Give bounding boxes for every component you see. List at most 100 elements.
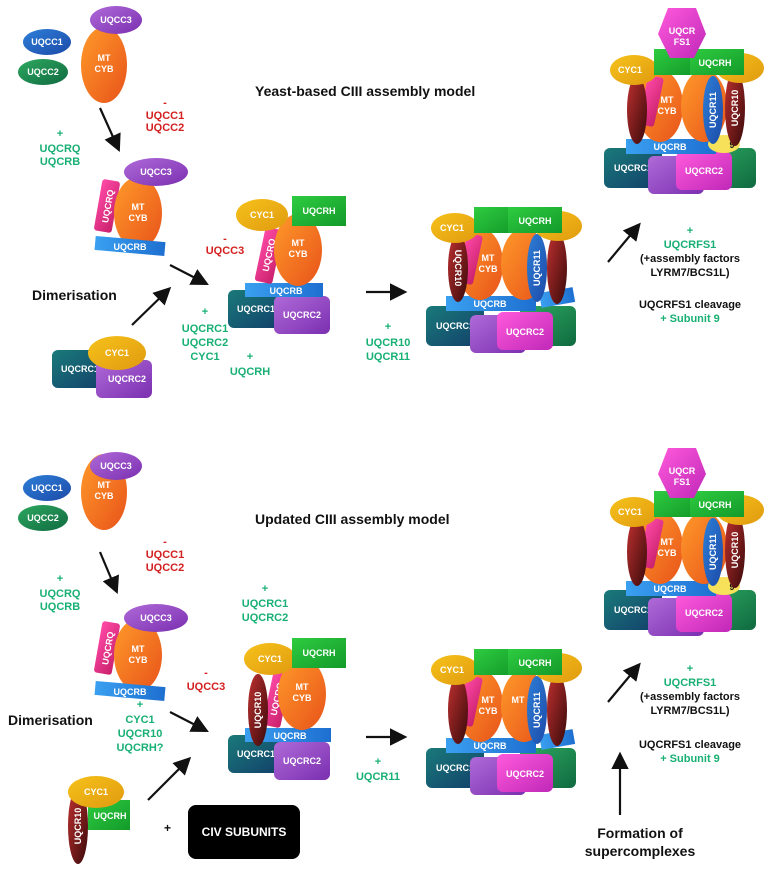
uqcrc1-label: UQCRC1	[436, 763, 474, 773]
top-plus4: +	[385, 321, 391, 333]
uqcrq-subunit	[94, 179, 120, 233]
bottom-plus5-b: (+assembly factors	[640, 691, 740, 703]
uqcrfs1-label-b: FS1	[674, 477, 691, 487]
cyc1-subunit	[68, 776, 124, 808]
uqcr11-label: UQCR11	[532, 250, 542, 286]
uqcrc1-label: UQCRC1	[614, 605, 652, 615]
uqcrc2-subunit	[96, 360, 152, 398]
uqcrh-subunit	[508, 649, 562, 675]
uqcrc1-label: UQCRC1	[237, 749, 275, 759]
uqcc3-label: UQCC3	[140, 167, 172, 177]
cyb-label: CYB	[94, 64, 114, 74]
mt-cyb-subunit	[278, 658, 326, 730]
uqcrh-label: UQCRH	[303, 206, 336, 216]
uqcc3-label: UQCC3	[100, 15, 132, 25]
cyb-label: CYB	[94, 491, 114, 501]
bottom-minus1-b: UQCC2	[146, 562, 185, 574]
uqcc3-subunit	[90, 6, 142, 34]
arrow-bottom-3	[147, 756, 192, 801]
uqcr11-subunit	[527, 676, 547, 744]
uqcr11-label: UQCR11	[532, 692, 542, 728]
uqcrb-label: UQCRB	[654, 142, 687, 152]
bottom-plus6: + Subunit 9	[660, 753, 720, 765]
uqcc1-label: UQCC1	[31, 37, 63, 47]
bottom-plus3: +	[375, 756, 381, 768]
uqcc3-subunit	[90, 452, 142, 480]
civ-plus: +	[164, 821, 171, 835]
uqcr10-subunit	[248, 674, 268, 746]
bottom-minus2-a: UQCC3	[187, 681, 226, 693]
uqcc3-label: UQCC3	[100, 461, 132, 471]
uqcrc2-label: UQCRC2	[685, 166, 723, 176]
top-plus2: +	[202, 306, 208, 318]
top-stage1: MT CYB UQCC3 UQCC1 UQCC2	[18, 6, 142, 103]
top-minus1-b: UQCC2	[146, 122, 185, 134]
bottom-plus2-c: UQCRH?	[116, 742, 163, 754]
uqcrc2-subunit	[274, 742, 330, 780]
bottom-plus3-a: UQCR11	[356, 771, 400, 783]
uqcrb-subunit	[245, 728, 331, 742]
uqcr10-label: UQCR10	[73, 808, 83, 845]
uqcrc1-subunit	[228, 290, 284, 328]
uqcrc2-subunit	[497, 312, 553, 350]
uqcr10-partner-subunit	[725, 512, 745, 588]
uqcrc2-label: UQCRC2	[283, 756, 321, 766]
uqcc3-subunit	[124, 604, 188, 632]
top-plus1-b: UQCRB	[40, 156, 80, 168]
uqcrc2-subunit	[274, 296, 330, 334]
uqcrc2-label: UQCRC2	[506, 769, 544, 779]
top-minus2-a: UQCC3	[206, 245, 245, 257]
uqcc3-label: UQCC3	[140, 613, 172, 623]
mt-label: MT	[98, 480, 111, 490]
top-cleavage: UQCRFS1 cleavage	[639, 299, 741, 311]
top-plus4-b: UQCR11	[366, 351, 410, 363]
top-final-complex: UQCRC1 UQCRC2 UQCRB 9 MT CYB UQCR11 UQCR…	[604, 8, 764, 194]
uqcrc1-label: UQCRC1	[61, 364, 99, 374]
bottom-plus2-a: CYC1	[125, 714, 154, 726]
arrow-top-5	[607, 222, 641, 263]
top-minus1: -	[163, 97, 167, 109]
bottom-plus2-b: UQCR10	[118, 728, 163, 740]
uqcrb-subunit	[94, 680, 166, 702]
mt-label: MT	[292, 238, 305, 248]
bottom-minus1: -	[163, 536, 167, 548]
cyc1-label: CYC1	[84, 787, 108, 797]
cyc1-subunit	[88, 336, 146, 370]
civ-subunits-box	[188, 805, 300, 859]
uqcrh-label: UQCRH	[94, 811, 127, 821]
cyc1-subunit	[610, 55, 658, 85]
mt-cyb-subunit	[114, 619, 162, 691]
uqcc3-subunit	[124, 158, 188, 186]
uqcrfs1-subunit	[658, 8, 706, 58]
cyc1-subunit	[431, 655, 479, 685]
arrow-top-2	[169, 264, 209, 286]
top-plus6: + Subunit 9	[660, 313, 720, 325]
top-plus1-a: UQCRQ	[40, 143, 81, 155]
uqcc2-label: UQCC2	[27, 513, 59, 523]
uqcrc1-label: UQCRC1	[614, 163, 652, 173]
uqcr10-subunit	[627, 76, 647, 144]
bottom-stage3: UQCRC1 UQCRC2 UQCRB UQCRQ MT CYB UQCR10 …	[228, 638, 346, 780]
mt-label: MT	[132, 644, 145, 654]
uqcr10-label: UQCR10	[730, 90, 740, 127]
uqcrc2-subunit	[497, 754, 553, 792]
supercomplexes-label-b: supercomplexes	[585, 843, 696, 859]
top-plus5: +	[687, 225, 693, 237]
uqcrh-subunit	[292, 196, 346, 226]
uqcrc2-label: UQCRC2	[506, 327, 544, 337]
uqcrc2-subunit	[676, 152, 732, 190]
cyb-label: CYB	[288, 249, 308, 259]
uqcr11-subunit	[703, 76, 723, 144]
bottom-minus2: -	[204, 667, 208, 679]
mt-cyb-subunit	[81, 27, 127, 103]
top-plus3: +	[247, 351, 253, 363]
uqcrb-label: UQCRB	[474, 299, 507, 309]
subunit-9-label: 9	[729, 140, 734, 150]
bottom-plus1-b: UQCRB	[40, 601, 80, 613]
uqcrfs1-subunit	[658, 448, 706, 498]
uqcrc1-label: UQCRC1	[237, 304, 275, 314]
uqcrb-label: UQCRB	[114, 242, 147, 252]
uqcrh-subunit	[690, 491, 744, 517]
cyc1-subunit	[431, 213, 479, 243]
bottom-final-complex: UQCRC1 UQCRC2 UQCRB 9 MT CYB UQCR11 UQCR…	[604, 448, 764, 636]
